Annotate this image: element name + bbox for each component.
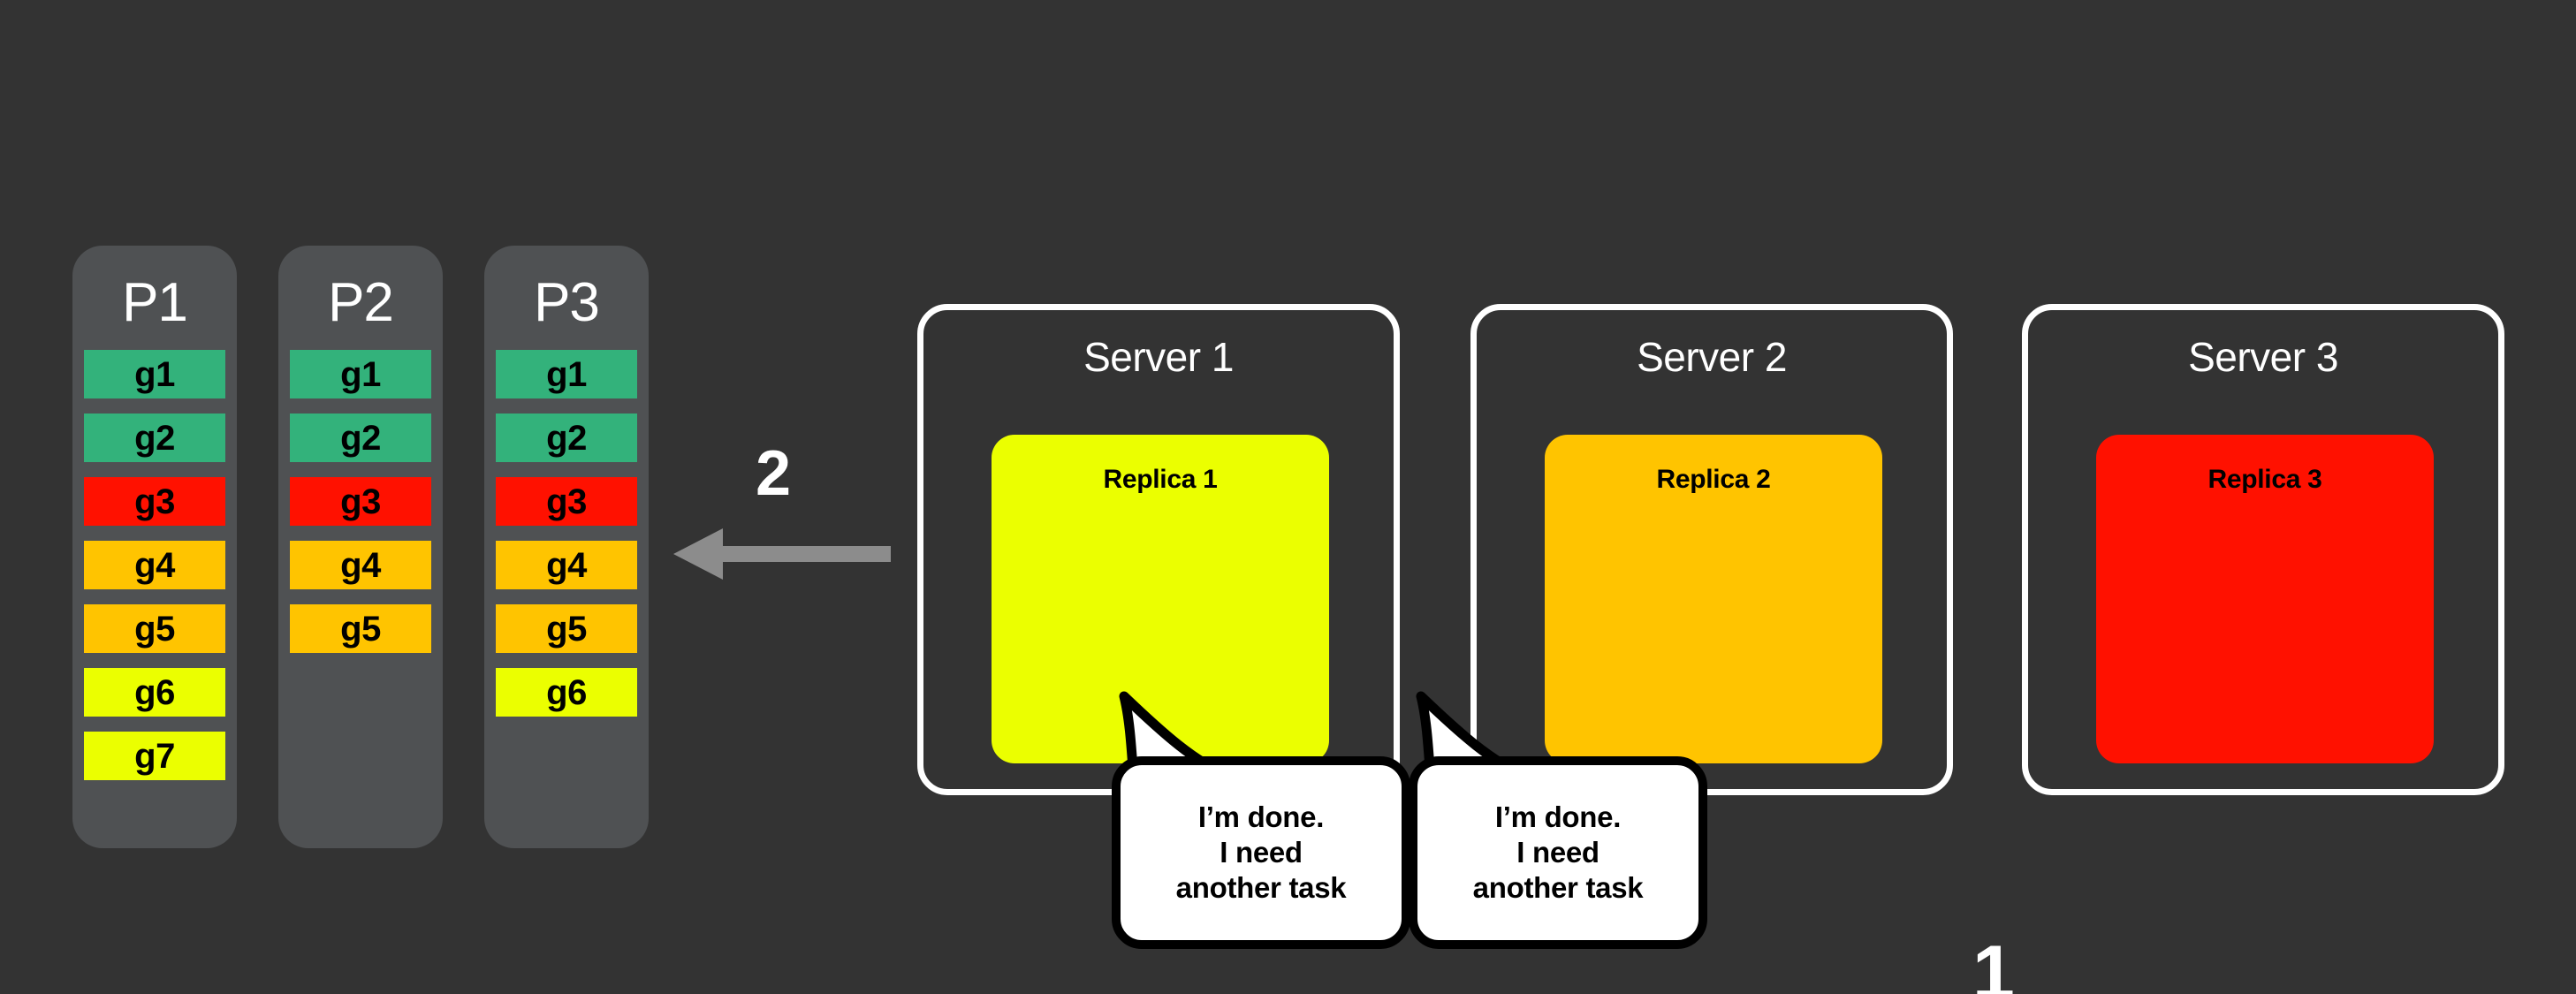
arrow-step-label: 2 [756,438,792,509]
partition-title: P1 [122,272,188,333]
group-chip: g3 [84,477,225,526]
group-chip: g2 [84,414,225,462]
group-chip: g6 [84,668,225,717]
chip-stack: g1 g2 g3 g4 g5 g6 [484,350,649,717]
replica-label: Replica 1 [1103,465,1218,494]
rebalance-arrow-group: 2 [672,442,893,583]
partition-title: P2 [328,272,394,333]
group-chip: g1 [84,350,225,398]
server-title: Server 3 [2188,334,2338,380]
partition-column-p1: P1 g1 g2 g3 g4 g5 g6 g7 [72,246,237,848]
bubble-text-line: I need [1516,835,1600,869]
group-chip: g2 [496,414,637,462]
chip-stack: g1 g2 g3 g4 g5 g6 g7 [72,350,237,780]
group-chip: g4 [84,541,225,589]
bubble-text-line: I’m done. [1494,800,1622,833]
group-chip: g5 [496,604,637,653]
group-chip: g3 [496,477,637,526]
group-chip: g6 [496,668,637,717]
group-chip: g1 [290,350,431,398]
speech-bubble-2: I’m done. I need another task [1409,756,1707,949]
bubble-text-line: another task [1472,871,1644,905]
step-number-1: 1 [1972,930,2015,994]
replica-box-1: Replica 1 [992,435,1329,763]
partition-column-p3: P3 g1 g2 g3 g4 g5 g6 [484,246,649,848]
chip-stack: g1 g2 g3 g4 g5 [278,350,443,653]
partition-column-p2: P2 g1 g2 g3 g4 g5 [278,246,443,848]
bubble-text-line: I need [1220,835,1303,869]
bubble-text-line: I’m done. [1197,800,1325,833]
group-chip: g4 [290,541,431,589]
group-chip: g4 [496,541,637,589]
partition-title: P3 [534,272,600,333]
group-chip: g2 [290,414,431,462]
group-chip: g1 [496,350,637,398]
replica-label: Replica 2 [1656,465,1771,494]
speech-bubble-1: I’m done. I need another task [1112,756,1410,949]
replica-box-2: Replica 2 [1545,435,1882,763]
server-title: Server 1 [1083,334,1234,380]
group-chip: g5 [84,604,225,653]
replica-box-3: Replica 3 [2096,435,2434,763]
server-title: Server 2 [1637,334,1787,380]
left-arrow-icon [673,528,891,580]
group-chip: g5 [290,604,431,653]
bubble-text-line: another task [1175,871,1347,905]
replica-label: Replica 3 [2207,465,2322,494]
group-chip: g3 [290,477,431,526]
group-chip: g7 [84,732,225,780]
